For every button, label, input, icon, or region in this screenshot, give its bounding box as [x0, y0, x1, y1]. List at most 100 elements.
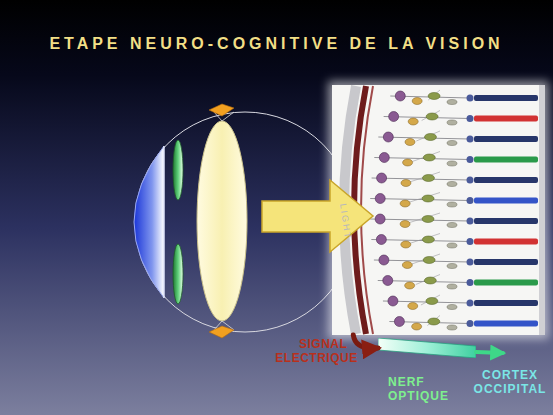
- amacrine-cell: [405, 139, 415, 146]
- ganglion-cell: [389, 112, 399, 122]
- amacrine-cell: [400, 200, 410, 207]
- photoreceptor: [474, 136, 538, 142]
- ciliary-muscle: [209, 326, 234, 338]
- horizontal-cell: [447, 100, 457, 105]
- bipolar-cell: [422, 175, 434, 182]
- cell-connection: [408, 193, 440, 203]
- cell-connection: [427, 316, 440, 326]
- horizontal-cell: [447, 223, 457, 228]
- signal-arrow: [476, 352, 503, 353]
- photoreceptor-nucleus: [467, 238, 474, 245]
- retina-panel-node: LIGHT: [332, 85, 545, 335]
- bipolar-cell: [426, 298, 438, 305]
- signal-arrow: [353, 335, 378, 348]
- bipolar-cell: [428, 318, 440, 325]
- cell-connection: [412, 152, 440, 162]
- ganglion-cell: [379, 153, 389, 163]
- photoreceptor-nucleus: [467, 136, 474, 143]
- light-label: LIGHT: [337, 203, 356, 264]
- photoreceptor: [474, 218, 538, 224]
- cell-connection: [428, 90, 440, 100]
- bipolar-cell: [428, 93, 440, 100]
- horizontal-cell: [447, 243, 457, 248]
- bipolar-cell: [423, 154, 435, 161]
- ganglion-cell: [375, 194, 385, 204]
- photoreceptor-nucleus: [467, 197, 474, 204]
- horizontal-cell: [447, 264, 457, 269]
- horizontal-cell: [447, 120, 457, 125]
- optic-nerve-shape: [378, 338, 476, 358]
- photoreceptor: [474, 157, 538, 163]
- horizontal-cell: [447, 325, 457, 330]
- cell-connection: [422, 111, 440, 121]
- photoreceptor: [474, 95, 538, 101]
- photoreceptor-nucleus: [467, 259, 474, 266]
- cortex-target: CORTEX OCCIPITAL: [503, 344, 549, 362]
- cell-connection: [412, 254, 440, 264]
- photoreceptor-nucleus: [467, 300, 474, 307]
- photoreceptor-nucleus: [467, 95, 474, 102]
- bipolar-cell: [426, 113, 438, 120]
- ganglion-cell: [383, 276, 393, 286]
- cell-connection: [409, 234, 440, 244]
- photoreceptor-nucleus: [467, 320, 474, 327]
- zoom-arrow: [262, 180, 373, 252]
- ganglion-cell: [394, 317, 404, 327]
- horizontal-cell: [447, 305, 457, 310]
- ganglion-cell: [395, 91, 405, 101]
- cell-connection: [408, 213, 440, 223]
- optic-nerve-body: [378, 338, 476, 358]
- cornea-edge: [164, 146, 165, 298]
- ganglion-cell: [376, 235, 386, 245]
- ganglion-cell: [388, 296, 398, 306]
- ganglion-cell: [379, 255, 389, 265]
- horizontal-cell: [447, 284, 457, 289]
- cell-connection: [410, 172, 440, 182]
- nerve-label: NERF OPTIQUE: [388, 375, 450, 403]
- photoreceptor: [474, 116, 538, 122]
- iris: [173, 140, 183, 200]
- optic-nerve-band: NERF OPTIQUE: [378, 338, 476, 358]
- bipolar-cell: [422, 236, 434, 243]
- photoreceptor-nucleus: [467, 115, 474, 122]
- photoreceptor: [474, 198, 538, 204]
- retina-cells: [370, 90, 538, 330]
- photoreceptor: [474, 280, 538, 286]
- amacrine-cell: [412, 98, 422, 105]
- iris: [173, 244, 183, 304]
- amacrine-cell: [400, 221, 410, 228]
- horizontal-cell: [447, 202, 457, 207]
- photoreceptor-nucleus: [467, 156, 474, 163]
- ganglion-cell: [383, 132, 393, 142]
- ganglion-cell: [377, 173, 387, 183]
- photoreceptor: [474, 177, 538, 183]
- amacrine-cell: [403, 159, 413, 166]
- ganglion-cell: [375, 214, 385, 224]
- photoreceptor: [474, 259, 538, 265]
- photoreceptor: [474, 239, 538, 245]
- amacrine-cell: [408, 118, 418, 125]
- cell-connection: [416, 275, 440, 285]
- amacrine-cell: [408, 303, 418, 310]
- pigment-epithelium: [539, 85, 545, 335]
- horizontal-cell: [447, 141, 457, 146]
- bipolar-cell: [423, 257, 435, 264]
- cell-connection: [421, 295, 440, 305]
- photoreceptor-nucleus: [467, 279, 474, 286]
- diagram-title: ETAPE NEURO-COGNITIVE DE LA VISION: [0, 35, 553, 53]
- ciliary-muscle: [209, 104, 234, 116]
- amacrine-cell: [412, 323, 422, 330]
- signal-label: SIGNAL ELECTRIQUE: [275, 337, 347, 365]
- amacrine-cell: [402, 262, 412, 269]
- photoreceptor: [474, 321, 538, 327]
- amacrine-cell: [405, 282, 415, 289]
- crystalline-lens: [197, 121, 247, 321]
- amacrine-cell: [401, 180, 411, 187]
- horizontal-cell: [447, 161, 457, 166]
- amacrine-cell: [401, 241, 411, 248]
- cortex-label: CORTEX OCCIPITAL: [468, 368, 552, 396]
- bipolar-cell: [422, 216, 434, 223]
- photoreceptor-nucleus: [467, 218, 474, 225]
- bipolar-cell: [424, 134, 436, 141]
